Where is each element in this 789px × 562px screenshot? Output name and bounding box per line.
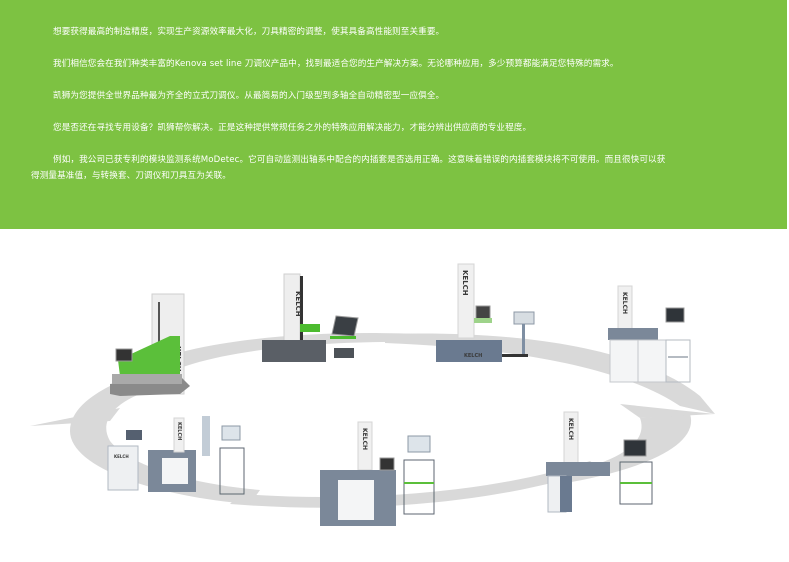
intro-paragraph-4: 您是否还在寻找专用设备？凯狮帮你解决。正是这种提供常规任务之外的特殊应用解决能力… [53,123,532,133]
product-range-illustration: KELCH KELCH KELCH KELCH [30,263,715,526]
arrow-tip-left [30,408,120,426]
machine-cabinet-presetter: KELCH [608,285,691,383]
intro-paragraph-2: 我们相信您会在我们种类丰富的Kenova set line 刀调仪产品中，找到最… [53,59,619,69]
machine-3-base-label: KELCH [464,353,482,359]
intro-paragraph-5: 例如，我公司已获专利的模块监测系统MoDetec。它可自动监测出轴系中配合的内插… [31,155,666,181]
ring-segment-right [555,414,692,484]
machine-benchtop-presetter: KELCH KELCH [436,263,535,362]
machine-entry-level-presetter: KELCH [110,293,190,396]
machine-4-brand-label: KELCH [621,292,628,314]
intro-paragraph-3: 凯狮为您提供全世界品种最为齐全的立式刀调仪。从最简易的入门级型到多轴全自动精密型… [53,91,445,101]
product-range-figure: KELCH KELCH KELCH KELCH [0,236,789,562]
machine-5-cabinet-label: KELCH [114,454,129,459]
machine-5-brand-label: KELCH [176,422,182,440]
machine-compact-presetter: KELCH [262,273,359,362]
machine-floor-presetter-drawers: KELCH [320,421,435,526]
machine-2-brand-label: KELCH [294,291,302,317]
machine-7-brand-label: KELCH [567,418,574,440]
intro-paragraph-1: 想要获得最高的制造精度，实现生产资源效率最大化，刀具精密的调整，使其具备高性能则… [53,27,445,37]
machine-shrink-and-measure-line: KELCH KELCH [107,416,245,495]
machine-floor-presetter-workstation: KELCH [546,411,653,513]
arrow-tip-right [620,404,715,418]
intro-text-block: 想要获得最高的制造精度，实现生产资源效率最大化，刀具精密的调整，使其具备高性能则… [0,0,787,229]
machine-6-brand-label: KELCH [361,428,368,450]
ring-segment-bottom [230,461,600,508]
machine-3-brand-label: KELCH [461,270,469,296]
